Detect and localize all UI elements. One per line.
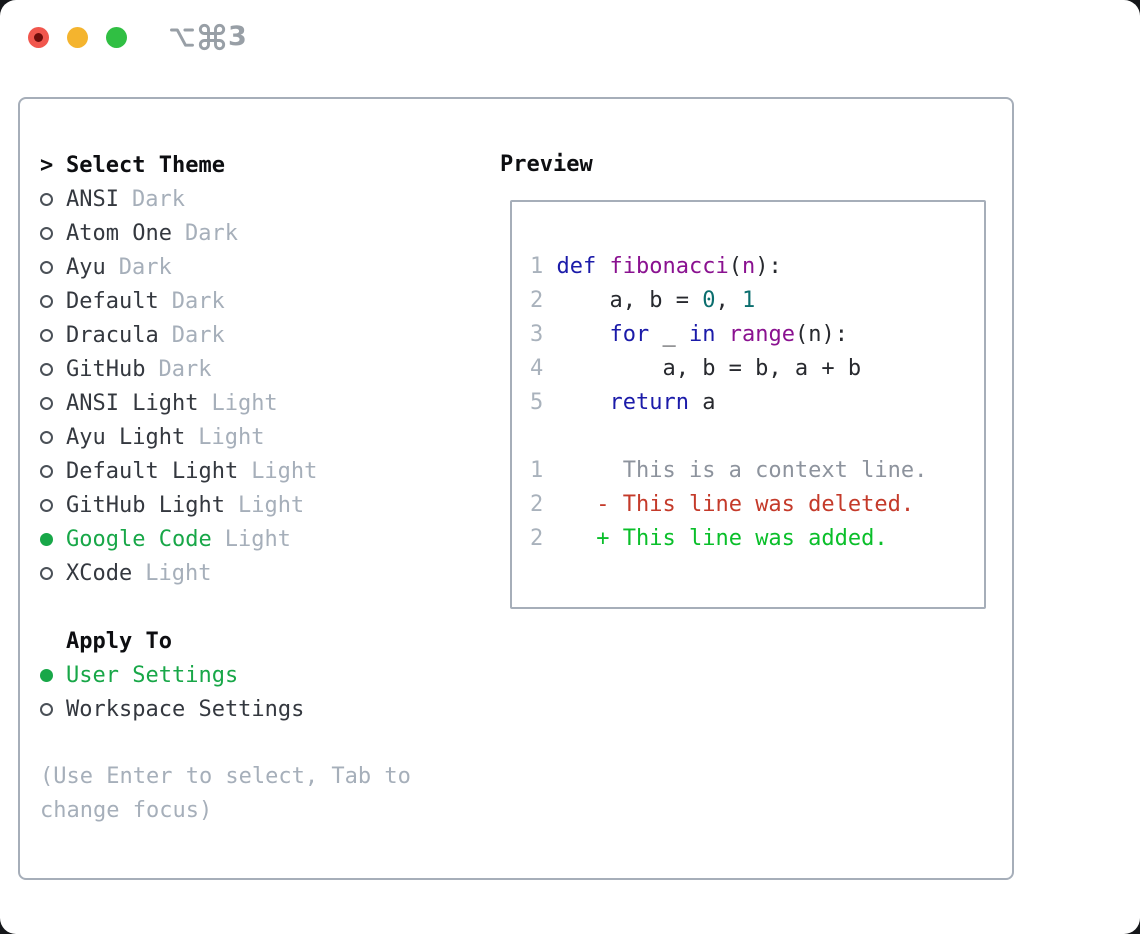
option-label: ANSI <box>66 186 119 212</box>
select-theme-header: > Select Theme <box>40 148 480 182</box>
option-label: User Settings <box>66 662 239 688</box>
preview-line: 1 This is a context line. <box>530 458 928 483</box>
select-theme-title: Select Theme <box>66 152 225 178</box>
theme-option[interactable]: XCode Light <box>40 556 480 590</box>
close-dot-icon <box>34 33 43 42</box>
radio-icon <box>40 260 53 274</box>
spacer <box>40 726 480 760</box>
option-label: Ayu Light <box>66 424 186 450</box>
variant-tag: Light <box>145 560 212 586</box>
keyboard-hint: (Use Enter to select, Tab to change focu… <box>40 764 411 823</box>
option-label: Workspace Settings <box>66 696 305 722</box>
preview-line: 2 + This line was added. <box>530 526 888 551</box>
preview-title: Preview <box>500 152 593 177</box>
apply-to-header: Apply To <box>40 624 480 658</box>
theme-option[interactable]: GitHub Light Light <box>40 488 480 522</box>
radio-icon <box>40 430 53 444</box>
radio-icon <box>40 498 53 512</box>
variant-tag: Dark <box>171 322 225 348</box>
apply-to-title: Apply To <box>66 628 172 654</box>
option-label: Google Code <box>66 526 212 552</box>
close-button[interactable] <box>28 27 49 48</box>
radio-icon <box>40 192 53 206</box>
variant-tag: Dark <box>171 288 225 314</box>
radio-selected-icon <box>40 532 53 546</box>
option-label: Default Light <box>66 458 239 484</box>
variant-tag: Light <box>251 458 318 484</box>
variant-tag: Dark <box>131 186 185 212</box>
option-label: Dracula <box>66 322 159 348</box>
preview-line: 2 - This line was deleted. <box>530 492 915 517</box>
zoom-button[interactable] <box>106 27 127 48</box>
cursor-arrow-icon: > <box>40 152 54 178</box>
theme-option[interactable]: GitHub Dark <box>40 352 480 386</box>
theme-option[interactable]: Google Code Light <box>40 522 480 556</box>
radio-icon <box>40 328 53 342</box>
preview-line: 1 def fibonacci(n): <box>530 254 782 279</box>
variant-tag: Light <box>224 526 291 552</box>
variant-tag: Light <box>211 390 278 416</box>
option-key-icon <box>170 28 194 47</box>
radio-icon <box>40 362 53 376</box>
preview-box: 1 def fibonacci(n): 2 a, b = 0, 1 3 for _ … <box>510 200 986 609</box>
theme-option[interactable]: Dracula Dark <box>40 318 480 352</box>
apply-option[interactable]: Workspace Settings <box>40 692 480 726</box>
option-label: Ayu <box>66 254 106 280</box>
preview-line: 4 a, b = b, a + b <box>530 356 862 381</box>
radio-icon <box>40 294 53 308</box>
theme-option[interactable]: ANSI Light Light <box>40 386 480 420</box>
radio-icon <box>40 702 53 716</box>
theme-option[interactable]: Ayu Dark <box>40 250 480 284</box>
option-label: Default <box>66 288 159 314</box>
spacer <box>40 590 480 624</box>
variant-tag: Light <box>198 424 265 450</box>
preview-line: 2 a, b = 0, 1 <box>530 288 756 313</box>
window-title-digit: 3 <box>228 21 247 52</box>
option-label: GitHub <box>66 356 146 382</box>
radio-icon <box>40 396 53 410</box>
apply-option[interactable]: User Settings <box>40 658 480 692</box>
variant-tag: Dark <box>158 356 212 382</box>
variant-tag: Light <box>237 492 305 518</box>
theme-option[interactable]: Default Dark <box>40 284 480 318</box>
radio-icon <box>40 566 53 580</box>
code-preview: 1 def fibonacci(n): 2 a, b = 0, 1 3 for _ … <box>512 202 984 556</box>
radio-selected-icon <box>40 668 53 682</box>
option-label: GitHub Light <box>66 492 225 518</box>
minimize-button[interactable] <box>67 27 88 48</box>
radio-icon <box>40 226 53 240</box>
command-key-icon <box>198 23 226 51</box>
variant-tag: Dark <box>118 254 172 280</box>
preview-line <box>530 420 984 454</box>
window-title: 3 <box>168 22 247 52</box>
option-label: ANSI Light <box>66 390 199 416</box>
theme-option[interactable]: ANSI Dark <box>40 182 480 216</box>
window-titlebar: 3 <box>0 0 1140 74</box>
option-label: XCode <box>66 560 133 586</box>
preview-line: 5 return a <box>530 390 716 415</box>
theme-option[interactable]: Default Light Light <box>40 454 480 488</box>
variant-tag: Dark <box>184 220 238 246</box>
preview-line: 3 for _ in range(n): <box>530 322 848 347</box>
theme-option[interactable]: Ayu Light Light <box>40 420 480 454</box>
theme-option[interactable]: Atom One Dark <box>40 216 480 250</box>
radio-icon <box>40 464 53 478</box>
option-label: Atom One <box>66 220 172 246</box>
